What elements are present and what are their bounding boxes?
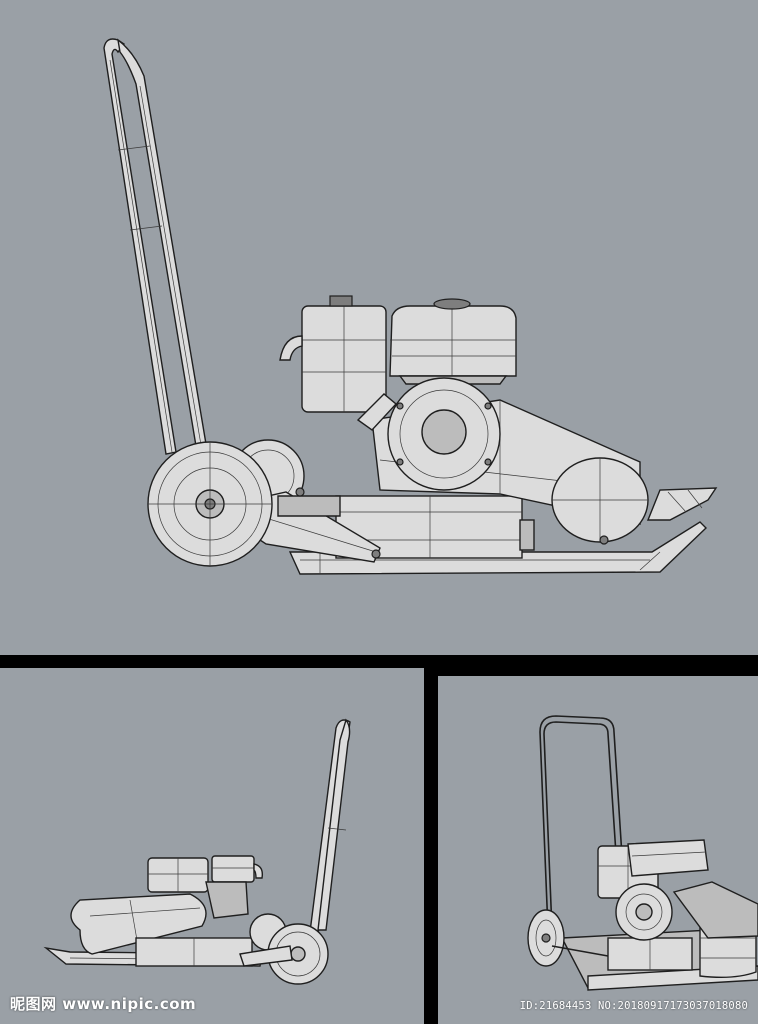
- engine-body: [147, 855, 264, 919]
- front-plate-lip: [646, 487, 718, 521]
- front-wheel: [239, 923, 329, 985]
- image-id-watermark: ID:21684453 NO:20180917173037018080: [519, 1000, 748, 1012]
- plate-compactor-perspective-drawing: [527, 715, 758, 991]
- frame-block: [135, 937, 253, 967]
- engine-body: [597, 839, 709, 941]
- belt-housing: [672, 881, 758, 939]
- flywheel-cover: [356, 377, 501, 491]
- panel-flipped-side-view: 昵图网 www.nipic.com: [0, 668, 424, 1024]
- frame-block: [607, 937, 693, 971]
- plate-compactor-flipped-drawing: [43, 718, 351, 985]
- vibrator-drum: [70, 893, 207, 955]
- front-wheel: [147, 441, 273, 567]
- handle-bar: [103, 38, 207, 455]
- plate-compactor-side-drawing: [103, 38, 718, 575]
- nipic-watermark: 昵图网 www.nipic.com: [10, 995, 197, 1013]
- fuel-tank: [389, 298, 517, 385]
- front-wheel: [527, 909, 609, 967]
- vibrator-drum: [551, 457, 649, 545]
- handle-bar: [309, 718, 351, 935]
- handle-bar: [539, 715, 623, 931]
- panel-perspective-view: ID:21684453 NO:20180917173037018080: [438, 676, 758, 1024]
- panel-main-side-view: [0, 0, 758, 655]
- engine-body: [279, 295, 387, 413]
